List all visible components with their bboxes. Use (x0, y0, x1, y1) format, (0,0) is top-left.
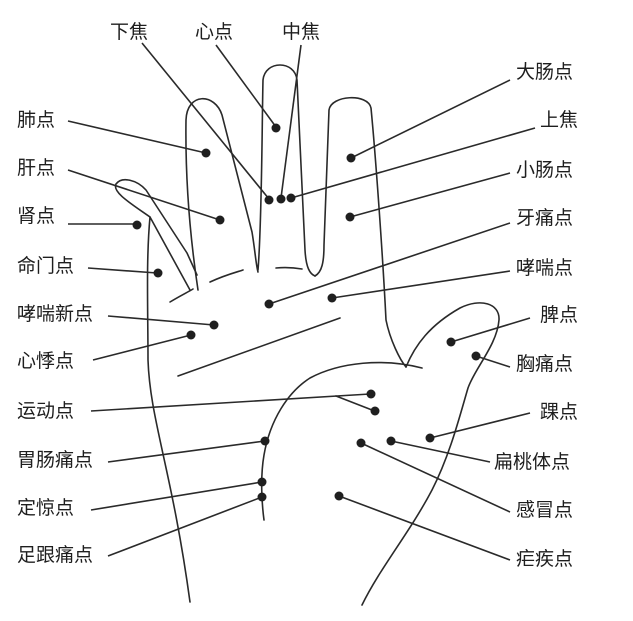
point-yundong-1 (366, 389, 376, 399)
leader-pi (450, 317, 531, 343)
label-weichangtong: 胃肠痛点 (17, 449, 93, 471)
point-xiajiao (264, 195, 274, 205)
label-yatong: 牙痛点 (516, 207, 573, 229)
leader-mingmen (87, 267, 158, 274)
palm-crease-life (260, 361, 423, 521)
finger-crease-3 (275, 266, 303, 270)
label-xindian: 心点 (195, 21, 233, 43)
label-xinji: 心悸点 (17, 350, 74, 372)
acupoints (132, 123, 481, 502)
point-nueji (334, 491, 344, 501)
point-yundong-2 (370, 406, 380, 416)
leader-huai (429, 412, 531, 439)
leader-gan (67, 169, 221, 221)
label-xiongtong: 胸痛点 (516, 353, 573, 375)
label-pi: 脾点 (540, 304, 578, 326)
leader-weichangtong (107, 440, 266, 463)
label-shangjiao: 上焦 (540, 109, 578, 131)
leader-xindian (215, 44, 277, 128)
leader-xiajiao (141, 42, 270, 200)
hand-outline (114, 64, 500, 606)
leader-zugentong (107, 496, 263, 557)
label-ganmao: 感冒点 (516, 499, 573, 521)
leader-xiongtong (475, 355, 511, 368)
leader-yatong (268, 222, 511, 305)
point-xinji (186, 330, 196, 340)
point-dingjing (257, 477, 267, 487)
thumb (361, 302, 500, 606)
leader-dachang (350, 79, 511, 159)
point-xiongtong (471, 351, 481, 361)
point-xindian (271, 123, 281, 133)
leader-lines (67, 42, 536, 561)
label-zugentong: 足跟痛点 (17, 544, 93, 566)
point-xiaochuanxin (209, 320, 219, 330)
label-xiaochang: 小肠点 (516, 159, 573, 181)
leader-nueji (338, 495, 511, 561)
point-mingmen (153, 268, 163, 278)
leader-xinji (92, 334, 192, 361)
point-xiaochuan (327, 293, 337, 303)
pinky-finger (114, 178, 198, 291)
point-xiaochang (345, 212, 355, 222)
point-gan (215, 215, 225, 225)
index-finger (314, 96, 407, 368)
leader-xiaochuan (331, 270, 511, 299)
leader-dingjing (90, 481, 263, 511)
ring-finger (185, 98, 259, 291)
label-gan: 肝点 (17, 157, 55, 179)
point-shen (132, 220, 142, 230)
label-mingmen: 命门点 (17, 255, 74, 277)
point-ganmao (356, 438, 366, 448)
label-xiajiao: 下焦 (110, 21, 148, 43)
point-zugentong (257, 492, 267, 502)
point-pi (446, 337, 456, 347)
middle-finger (257, 64, 316, 277)
point-biantaoti (386, 436, 396, 446)
leader-yundong (90, 393, 371, 412)
leader-xiaochuanxin (107, 315, 215, 326)
label-xiaochuan: 哮喘点 (516, 257, 573, 279)
point-huai (425, 433, 435, 443)
leader-xiaochang (349, 172, 511, 218)
label-nueji: 疟疾点 (516, 548, 573, 570)
label-biantaoti: 扁桃体点 (494, 451, 570, 473)
leader-biantaoti (390, 440, 491, 463)
leader-zhongjiao (280, 44, 302, 199)
palm-edge (146, 216, 191, 603)
point-shangjiao (286, 193, 296, 203)
point-weichangtong (260, 436, 270, 446)
point-yatong (264, 299, 274, 309)
palm-crease-small (335, 395, 373, 411)
finger-crease-1 (169, 288, 194, 303)
label-xiaochuanxin: 哮喘新点 (17, 303, 93, 325)
point-dachang (346, 153, 356, 163)
point-fei (201, 148, 211, 158)
label-dachang: 大肠点 (516, 61, 573, 83)
leader-shangjiao (290, 127, 536, 199)
finger-crease-2 (209, 269, 244, 283)
label-zhongjiao: 中焦 (282, 21, 320, 43)
palm-crease-heart (177, 317, 341, 377)
label-yundong: 运动点 (17, 400, 74, 422)
leader-ganmao (360, 442, 511, 513)
label-shen: 肾点 (17, 205, 55, 227)
label-fei: 肺点 (17, 109, 55, 131)
leader-fei (67, 120, 207, 154)
point-zhongjiao (276, 194, 286, 204)
label-dingjing: 定惊点 (17, 497, 74, 519)
label-huai: 踝点 (540, 401, 578, 423)
